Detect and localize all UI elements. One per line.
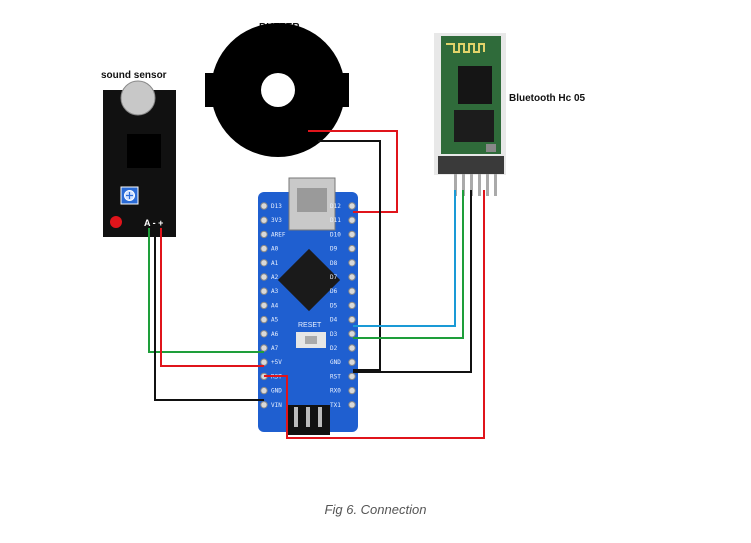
pin-pad-d13	[260, 202, 268, 210]
pin-label: A0	[271, 246, 279, 253]
pin-pad-d3	[348, 330, 356, 338]
pin-label: AREF	[271, 231, 286, 238]
pin-label: D11	[330, 217, 341, 224]
pin-label: D12	[330, 203, 341, 210]
pin-pad-a7	[260, 344, 268, 352]
pin-label: D5	[330, 302, 338, 309]
wire-bt-blue	[353, 190, 456, 327]
pin-pad-d6	[348, 287, 356, 295]
pin-label: A6	[271, 331, 279, 338]
pin-label: D4	[330, 317, 338, 324]
pin-label: D7	[330, 274, 338, 281]
pin-pad-a5	[260, 315, 268, 324]
bluetooth-label: Bluetooth Hc 05	[509, 93, 586, 104]
pin-label: RST	[330, 373, 341, 380]
pin-pad-d10	[348, 230, 356, 239]
pin-pad-3v3	[260, 216, 268, 224]
pin-pad-d9	[348, 244, 356, 253]
sensor-pins-label: A - +	[144, 218, 163, 228]
pin-label: A1	[271, 260, 279, 267]
pin-label: D2	[330, 345, 338, 352]
pin-label: GND	[330, 359, 341, 366]
bluetooth-module: Bluetooth Hc 05	[434, 33, 586, 196]
pin-label: D6	[330, 288, 338, 295]
sound-sensor-label: sound sensor	[101, 70, 167, 81]
pin-label: A2	[271, 274, 279, 281]
pin-label: GND	[271, 388, 282, 395]
pin-label: A5	[271, 317, 279, 324]
pin-pad-d11	[348, 216, 356, 224]
wire-buzzer-black	[318, 140, 381, 371]
pin-label: A3	[271, 288, 279, 295]
wire-buzzer-red	[308, 130, 398, 213]
pin-pad-rx0	[348, 386, 356, 395]
pin-label: D13	[271, 203, 282, 210]
pin-pad-a0	[260, 244, 268, 253]
pin-pad-a1	[260, 259, 268, 267]
pin-label: A7	[271, 345, 279, 352]
sound-sensor: sound sensor A - +	[101, 70, 176, 237]
pin-label: TX1	[330, 402, 341, 409]
buzzer: BUZZER	[205, 22, 349, 157]
pin-pad-a2	[260, 273, 268, 281]
wire-bt-green	[353, 190, 464, 339]
pin-pad-gnd	[260, 386, 268, 395]
pin-label: +5V	[271, 359, 282, 366]
pin-pad-a3	[260, 287, 268, 295]
pin-pad-tx1	[348, 401, 356, 409]
wire-bt-black	[353, 190, 472, 373]
wire-bt-red	[264, 190, 485, 439]
pin-pad-rst	[348, 372, 356, 381]
pin-pad-5v	[260, 358, 268, 366]
pin-label: 3V3	[271, 217, 282, 224]
pin-pad-d8	[348, 259, 356, 267]
pin-label: A4	[271, 302, 279, 309]
pin-pad-d12	[348, 202, 356, 210]
wire-sensor-black	[154, 228, 264, 401]
reset-label: RESET	[298, 322, 322, 329]
pin-pad-aref	[260, 230, 268, 239]
wire-sensor-green	[148, 228, 264, 353]
figure-caption: Fig 6. Connection	[324, 502, 427, 517]
pin-label: VIN	[271, 402, 282, 409]
pin-pad-a4	[260, 301, 268, 310]
pin-label: D8	[330, 260, 338, 267]
pin-label: D9	[330, 246, 338, 253]
pin-label: RX0	[330, 388, 341, 395]
pin-label: D10	[330, 231, 341, 238]
wire-sensor-red	[160, 228, 264, 367]
wires	[148, 130, 485, 439]
pin-pad-a6	[260, 330, 268, 338]
pin-pad-d5	[348, 301, 356, 310]
pin-pad-d7	[348, 273, 356, 281]
pin-pad-gnd	[348, 358, 356, 366]
pin-label: D3	[330, 331, 338, 338]
pin-pad-d2	[348, 344, 356, 352]
pin-pad-vin	[260, 401, 268, 409]
pin-pad-d4	[348, 315, 356, 324]
